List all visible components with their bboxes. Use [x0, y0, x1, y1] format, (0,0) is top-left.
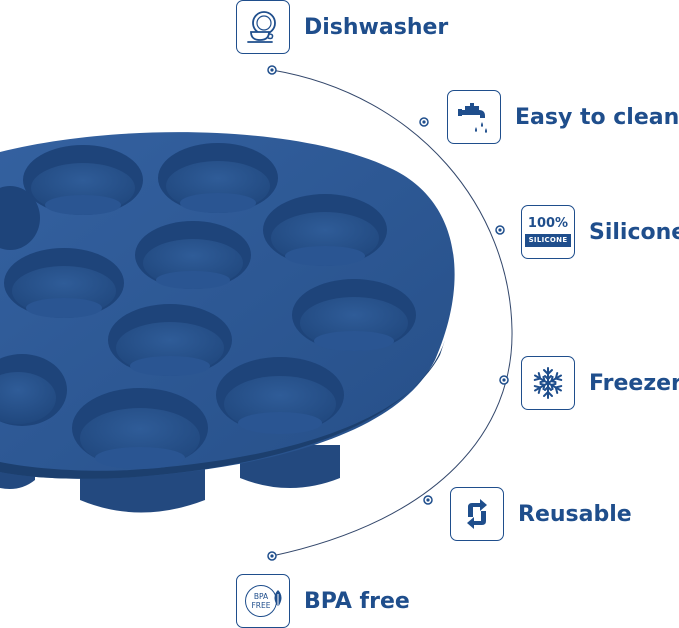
- muffin-cup: [0, 354, 67, 426]
- badge-percent: 100%: [527, 216, 569, 231]
- muffin-cup: [292, 279, 416, 351]
- feature-dishwasher: Dishwasher: [236, 0, 448, 54]
- muffin-cup: [72, 388, 208, 469]
- feature-silicone: 100% SILICONE Silicone: [521, 205, 679, 259]
- badge-silicone: SILICONE: [524, 234, 572, 247]
- bpa-badge-line1: BPA: [253, 592, 269, 601]
- feature-label: Easy to clean: [515, 104, 679, 130]
- muffin-cup: [108, 304, 232, 376]
- feature-bpa-free: BPA FREE BPA free: [236, 574, 410, 628]
- feature-freezer: Freezer: [521, 356, 679, 410]
- bpa-badge-line2: FREE: [251, 601, 271, 610]
- feature-label: Reusable: [518, 501, 632, 527]
- bpa-free-leaf-icon: BPA FREE: [236, 574, 290, 628]
- feature-label: BPA free: [304, 588, 410, 614]
- leaf-icon: [274, 590, 282, 608]
- snowflake-icon: [521, 356, 575, 410]
- muffin-cup: [263, 194, 387, 266]
- muffin-cup: [4, 248, 124, 318]
- muffin-cups: [0, 143, 416, 469]
- muffin-cup: [23, 145, 143, 215]
- feature-label: Silicone: [589, 219, 679, 245]
- dishes-icon: [236, 0, 290, 54]
- feature-label: Freezer: [589, 370, 679, 396]
- feature-connector-arc: [271, 69, 513, 557]
- muffin-cup: [135, 221, 251, 289]
- silicone-badge-icon: 100% SILICONE: [521, 205, 575, 259]
- muffin-cup: [158, 143, 278, 213]
- recycle-arrows-icon: [450, 487, 504, 541]
- faucet-icon: [447, 90, 501, 144]
- muffin-cup: [0, 186, 40, 250]
- connector-dots: [267, 65, 509, 561]
- feature-label: Dishwasher: [304, 14, 449, 40]
- feature-reusable: Reusable: [450, 487, 632, 541]
- feature-easy-to-clean: Easy to clean: [447, 90, 679, 144]
- muffin-cup: [216, 357, 344, 434]
